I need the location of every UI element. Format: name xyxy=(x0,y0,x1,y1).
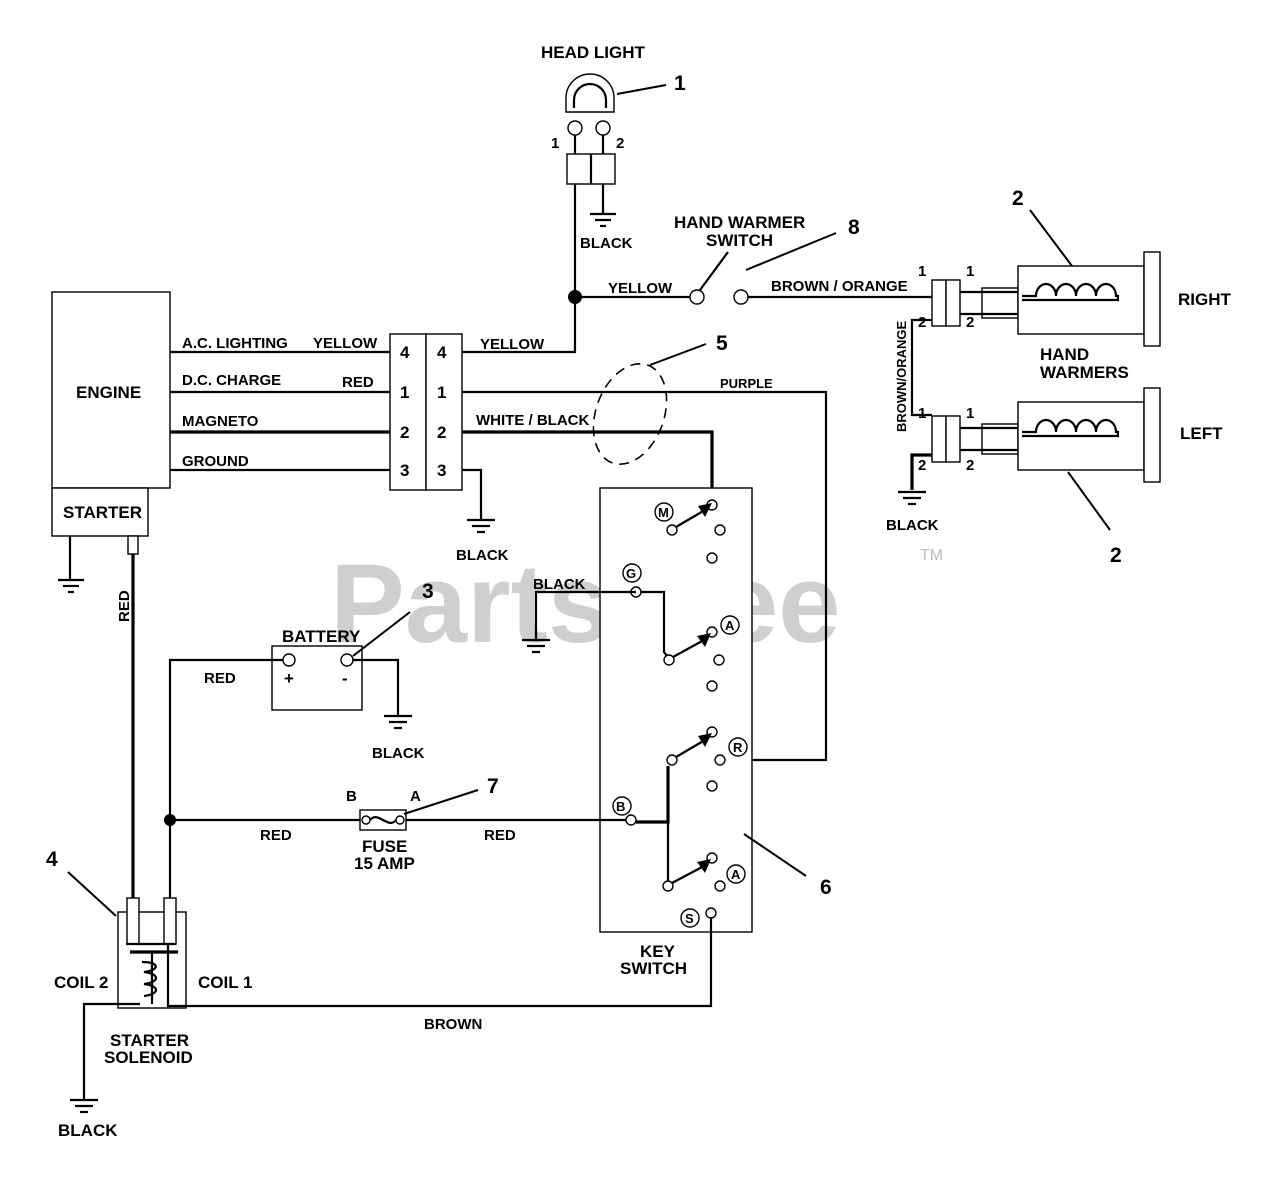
wire-white-black: WHITE / BLACK xyxy=(476,412,589,429)
wire-yellow-switch: YELLOW xyxy=(608,280,673,297)
callout-2-right: 2 xyxy=(1012,187,1024,210)
lw-pin-1a: 1 xyxy=(918,405,926,422)
watermark-trademark: TM xyxy=(920,547,943,564)
callout-8: 8 xyxy=(848,216,860,239)
wire-brown-orange: BROWN / ORANGE xyxy=(771,278,908,295)
rw-pin-2b: 2 xyxy=(966,314,974,331)
lead-ground: GROUND xyxy=(182,453,249,470)
hand-warmers-label-1: HAND xyxy=(1040,345,1089,364)
lead-dc-charge: D.C. CHARGE xyxy=(182,372,281,389)
lw-pin-2a: 2 xyxy=(918,457,926,474)
connector-right-pin: 3 xyxy=(437,461,446,480)
callout-5: 5 xyxy=(716,332,728,355)
headlight xyxy=(565,73,616,228)
rw-pin-2a: 2 xyxy=(918,314,926,331)
engine-label: ENGINE xyxy=(76,383,141,402)
battery-minus: - xyxy=(342,669,348,688)
callout-4: 4 xyxy=(46,848,58,871)
wire-purple: PURPLE xyxy=(720,376,773,391)
ground-black-warmers: BLACK xyxy=(886,517,939,534)
ground-black-solenoid: BLACK xyxy=(58,1121,118,1140)
key-term-a-lower: A xyxy=(731,867,741,882)
starter-solenoid-label-1: STARTER xyxy=(110,1031,189,1050)
wire-yellow-engine: YELLOW xyxy=(313,335,378,352)
lead-ac-lighting: A.C. LIGHTING xyxy=(182,335,288,352)
connector-left-pin: 4 xyxy=(400,343,410,362)
connector-right-pin: 2 xyxy=(437,423,446,442)
engine-box xyxy=(51,291,171,489)
fuse-term-a: A xyxy=(410,788,421,805)
fuse-label-2: 15 AMP xyxy=(354,854,415,873)
connector-right-pin: 4 xyxy=(437,343,447,362)
wire-red-fuse-in: RED xyxy=(260,827,292,844)
callout-2-left: 2 xyxy=(1110,544,1122,567)
ground-black-battery: BLACK xyxy=(372,745,425,762)
callout-3: 3 xyxy=(422,580,434,603)
fuse-label-1: FUSE xyxy=(362,837,407,856)
callout-7: 7 xyxy=(487,775,499,798)
coil1-label: COIL 1 xyxy=(198,973,252,992)
wire-bundle-outline xyxy=(592,362,668,466)
hand-warmer-switch-label-1: HAND WARMER xyxy=(674,213,805,232)
key-term-s: S xyxy=(685,911,694,926)
wire-brown-orange-vertical: BROWN/ORANGE xyxy=(894,320,909,432)
lead-magneto: MAGNETO xyxy=(182,413,259,430)
fuse-term-b: B xyxy=(346,788,357,805)
headlight-ground-label: BLACK xyxy=(580,235,633,252)
headlight-label: HEAD LIGHT xyxy=(541,43,646,62)
rw-pin-1a: 1 xyxy=(918,263,926,280)
key-switch-body xyxy=(599,487,753,933)
lw-pin-1b: 1 xyxy=(966,405,974,422)
connector-right-pin: 1 xyxy=(437,383,446,402)
hand-warmer-switch-label-2: SWITCH xyxy=(706,231,773,250)
wire-red-starter: RED xyxy=(116,590,133,622)
key-term-m: M xyxy=(658,505,669,520)
connector-right-half xyxy=(425,333,463,491)
headlight-pin-1: 1 xyxy=(551,135,559,152)
ground-black-connector: BLACK xyxy=(456,547,509,564)
connector-left-pin: 2 xyxy=(400,423,409,442)
headlight-pin-2: 2 xyxy=(616,135,624,152)
lw-pin-2b: 2 xyxy=(966,457,974,474)
right-label: RIGHT xyxy=(1178,290,1232,309)
battery-label: BATTERY xyxy=(282,627,361,646)
starter-solenoid-label-2: SOLENOID xyxy=(104,1048,193,1067)
wire-brown: BROWN xyxy=(424,1016,482,1033)
connector-left-half xyxy=(389,333,427,491)
callout-1: 1 xyxy=(674,72,686,95)
left-label: LEFT xyxy=(1180,424,1223,443)
coil2-label: COIL 2 xyxy=(54,973,108,992)
key-term-a-upper: A xyxy=(725,618,735,633)
starter-label: STARTER xyxy=(63,503,142,522)
key-term-g: G xyxy=(626,566,636,581)
ground-black-keyswitch: BLACK xyxy=(533,576,586,593)
connector-left-pin: 1 xyxy=(400,383,409,402)
starter-box xyxy=(51,487,149,537)
key-term-r: R xyxy=(733,740,743,755)
key-term-b: B xyxy=(616,799,625,814)
rw-pin-1b: 1 xyxy=(966,263,974,280)
hand-warmers-label-2: WARMERS xyxy=(1040,363,1129,382)
wire-red-fuse-out: RED xyxy=(484,827,516,844)
wire-red-battery: RED xyxy=(204,670,236,687)
battery-plus: + xyxy=(284,669,294,688)
key-switch-label-1: KEY xyxy=(640,942,676,961)
wire-red-engine: RED xyxy=(342,374,374,391)
key-switch-label-2: SWITCH xyxy=(620,959,687,978)
wire-yellow-connector: YELLOW xyxy=(480,336,545,353)
callout-6: 6 xyxy=(820,876,832,899)
connector-left-pin: 3 xyxy=(400,461,409,480)
watermark: PartsTree xyxy=(330,541,841,666)
